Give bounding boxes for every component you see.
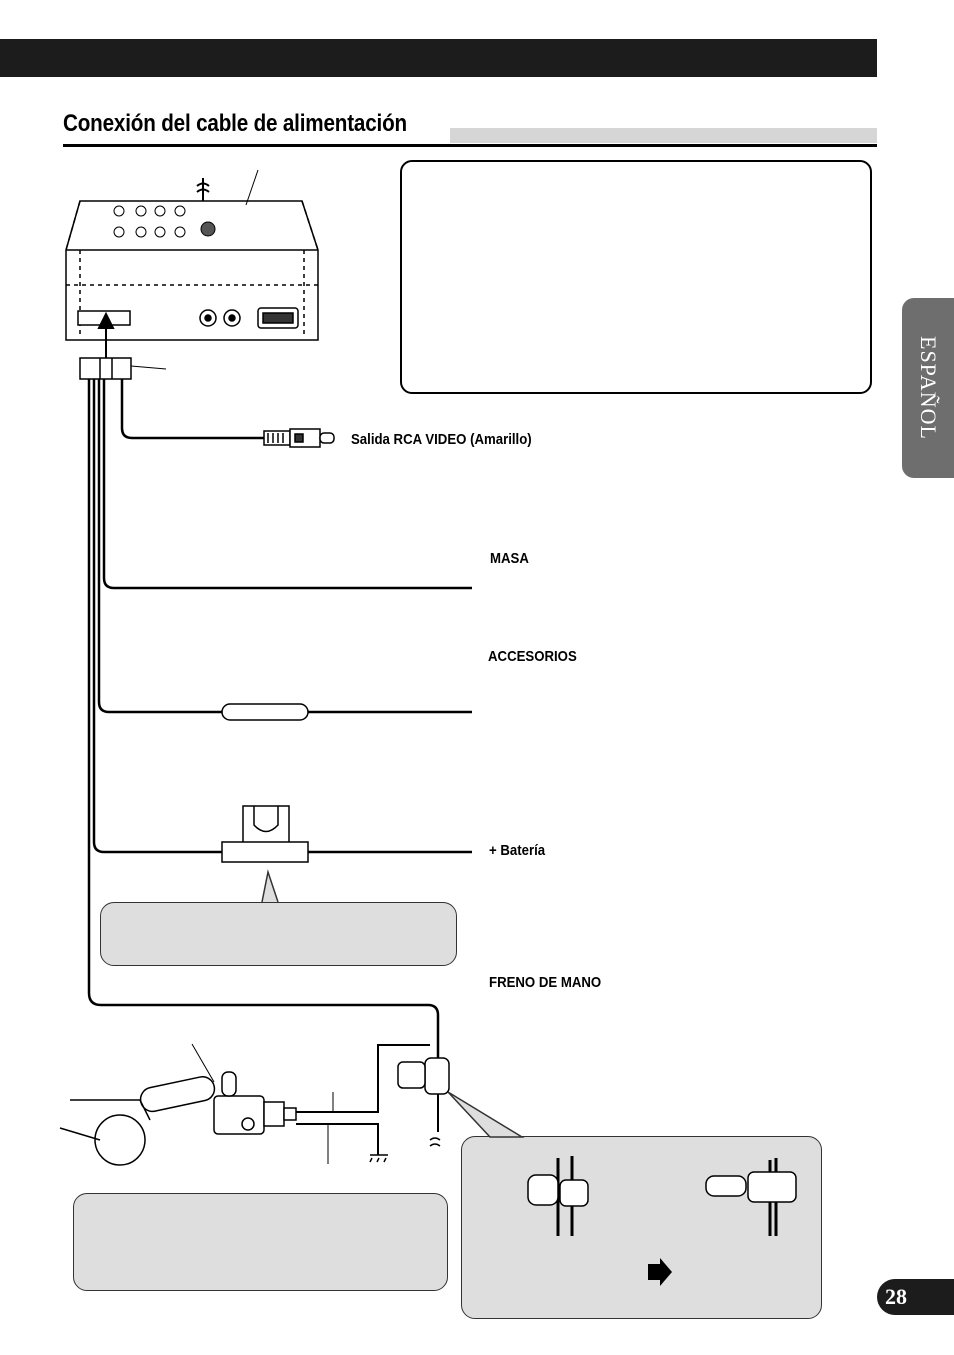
arrow-right-icon bbox=[648, 1258, 672, 1286]
brake-leader-1 bbox=[191, 1043, 215, 1083]
battery-fuse-holder bbox=[221, 805, 309, 863]
label-accessory: ACCESORIOS bbox=[488, 648, 577, 665]
label-video-out: Salida RCA VIDEO (Amarillo) bbox=[351, 431, 532, 448]
harness-plug bbox=[79, 357, 132, 380]
note-box-main bbox=[400, 160, 872, 394]
wire-battery bbox=[92, 379, 472, 854]
wire-clip bbox=[397, 1057, 450, 1147]
rca-plug bbox=[263, 428, 335, 448]
title-band bbox=[450, 128, 877, 143]
language-tab: ESPAÑOL bbox=[902, 298, 954, 478]
plug-leader-line bbox=[130, 365, 167, 370]
wire-accessory bbox=[97, 379, 472, 714]
accessory-fuse bbox=[221, 703, 309, 721]
clip-detail-after bbox=[705, 1158, 797, 1236]
fuse-note-pointer bbox=[261, 869, 279, 903]
ground-symbol bbox=[369, 1154, 388, 1163]
brake-wire bbox=[296, 1044, 430, 1113]
clip-detail-before bbox=[527, 1156, 589, 1236]
connection-arrow bbox=[97, 311, 115, 360]
label-ground: MASA bbox=[490, 550, 529, 567]
title-rule bbox=[63, 144, 877, 147]
unit-leader-line bbox=[245, 169, 259, 206]
unit-lead-wire bbox=[196, 178, 210, 201]
page-number: 28 bbox=[877, 1279, 954, 1315]
section-title: Conexión del cable de alimentación bbox=[63, 110, 407, 137]
note-box-brake bbox=[73, 1193, 448, 1291]
note-box-fuse bbox=[100, 902, 457, 966]
wire-ground bbox=[102, 379, 472, 590]
note-box-clip bbox=[461, 1136, 822, 1319]
unit-box bbox=[65, 200, 319, 341]
wire-parking-brake bbox=[87, 379, 440, 1060]
label-battery: + Batería bbox=[489, 842, 546, 859]
header-bar bbox=[0, 39, 877, 77]
brake-switch-assembly bbox=[59, 1071, 297, 1166]
label-parking-brake: FRENO DE MANO bbox=[489, 974, 602, 991]
unit-top-connectors bbox=[113, 205, 216, 238]
clip-note-pointer bbox=[447, 1091, 525, 1138]
brake-ground-wire bbox=[296, 1123, 379, 1155]
wire-video bbox=[120, 379, 264, 440]
